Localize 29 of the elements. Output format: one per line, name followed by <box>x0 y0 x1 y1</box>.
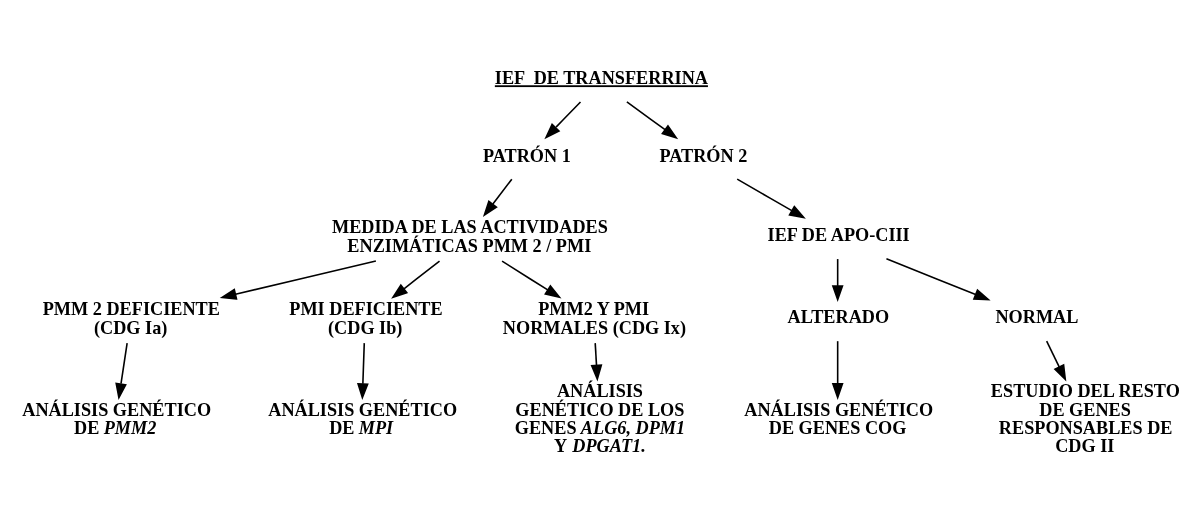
arrow <box>482 177 513 217</box>
node-text: MEDIDA DE LAS ACTIVIDADES ENZIMÁTICAS PMM 2 / PMI <box>332 216 608 256</box>
node-text: ANÁLISIS GENÉTICO DE MPI <box>268 399 458 438</box>
arrow <box>391 259 441 299</box>
arrow <box>1045 339 1067 381</box>
arrow <box>501 259 562 299</box>
arrow <box>736 177 806 219</box>
node-text: ESTUDIO DEL RESTO DE GENES RESPONSABLES DE CDG II <box>990 380 1180 456</box>
node-text: PMI DEFICIENTE (CDG Ib) <box>289 298 443 338</box>
node-text: PATRÓN 2 <box>659 145 748 166</box>
node-text: ANÁLISIS GENÉTICO DE GENES COG <box>744 399 934 438</box>
node-text: PATRÓN 1 <box>482 145 571 166</box>
node-text: ALTERADO <box>787 306 890 327</box>
arrow <box>831 339 844 400</box>
node-text: NORMAL <box>995 306 1079 327</box>
arrow <box>885 257 991 301</box>
node-text: IEF DE APO-CIII <box>767 224 910 245</box>
arrow <box>544 100 582 139</box>
node-text: ANÁLISIS GENÉTICO DE LOS GENES ALG6, DPM1 Y DPGAT1. <box>514 380 686 456</box>
node-text: PMM 2 DEFICIENTE (CDG Ia) <box>42 298 220 338</box>
arrow <box>219 259 377 300</box>
arrow <box>831 257 844 302</box>
arrow <box>590 341 603 381</box>
arrow <box>356 341 369 400</box>
node-text: ANÁLISIS GENÉTICO DE PMM2 <box>22 399 212 438</box>
node-text: IEF DE TRANSFERRINA <box>494 67 708 88</box>
arrow <box>626 100 679 139</box>
node-text: PMM2 Y PMI NORMALES (CDG Ix) <box>502 298 687 338</box>
arrow <box>115 341 128 400</box>
